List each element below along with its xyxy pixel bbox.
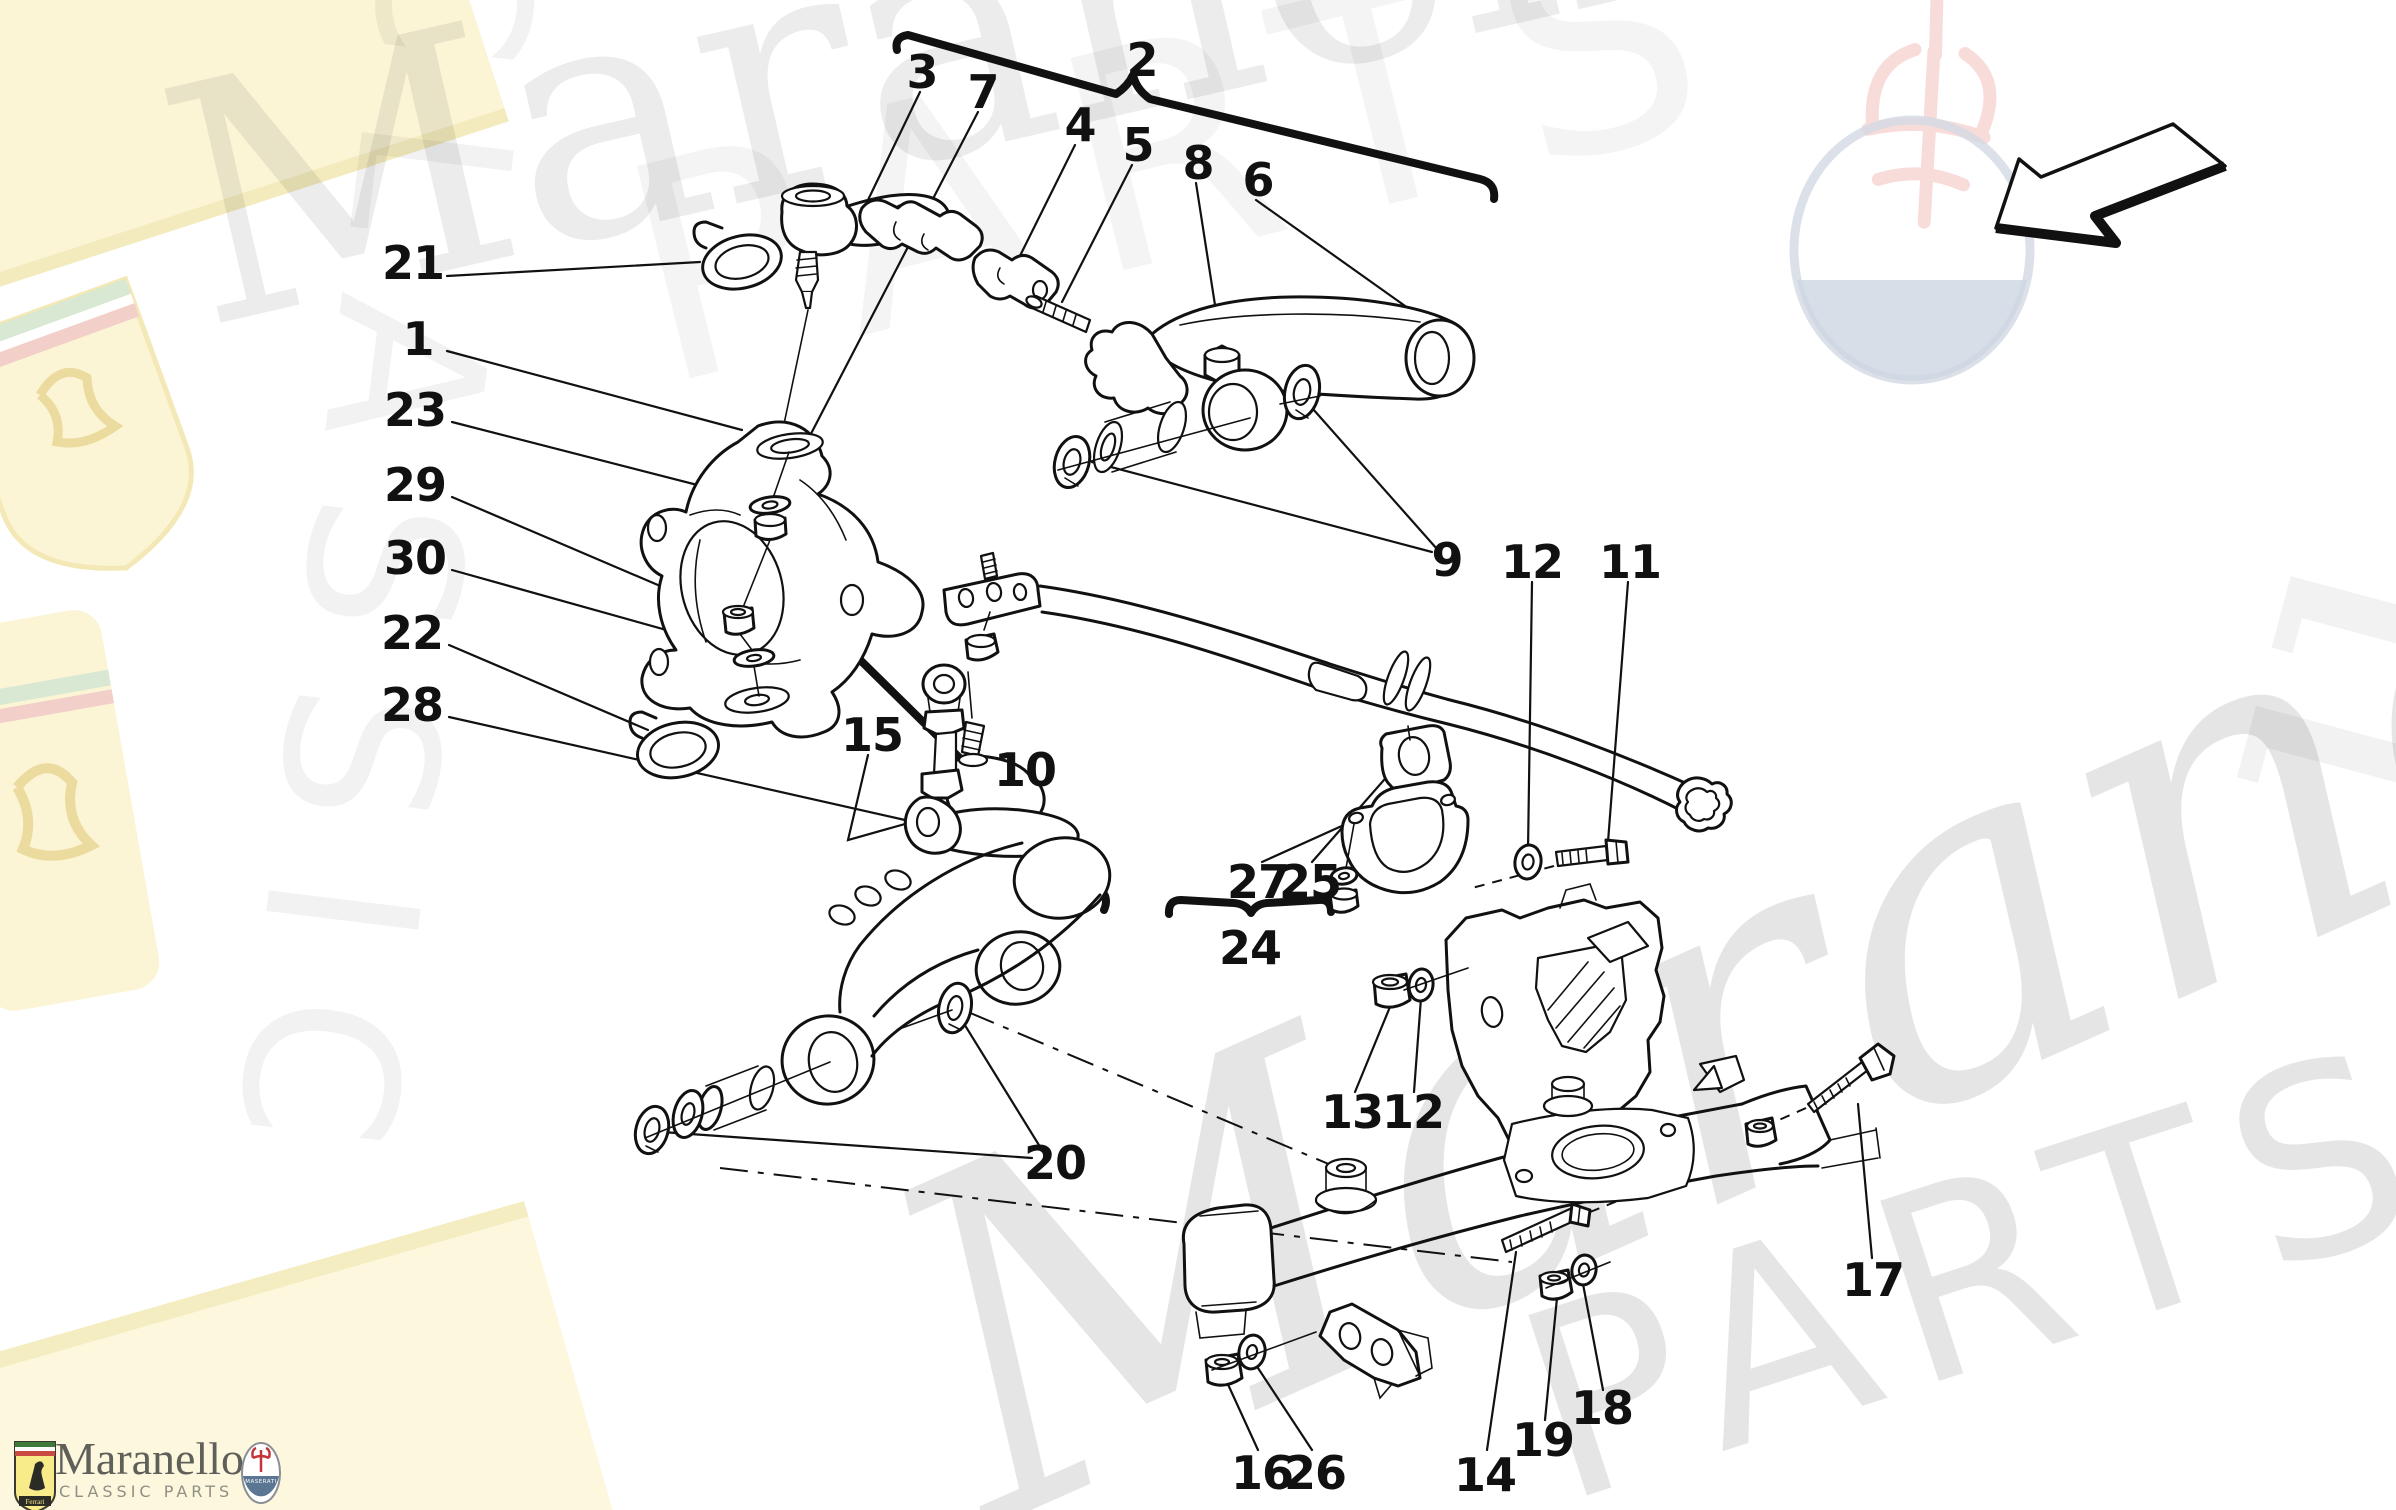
nut-19-washer-18 <box>1538 1253 1611 1301</box>
callout-15: 15 <box>840 708 904 762</box>
callout-10: 10 <box>993 743 1057 797</box>
callout-24: 24 <box>1218 921 1282 975</box>
lower-wishbone <box>633 836 1112 1156</box>
washer-30 <box>732 648 776 697</box>
upper-wishbone <box>1052 295 1476 489</box>
washer-12-upper <box>1513 843 1543 881</box>
callout-13: 13 <box>1320 1085 1384 1139</box>
callout-6: 6 <box>1242 153 1274 207</box>
nut-17-mate <box>1744 1116 1778 1148</box>
rubber-mount <box>1314 1157 1378 1215</box>
link-nut <box>964 611 1000 662</box>
callout-3: 3 <box>906 45 938 99</box>
bar-bushing-25 <box>1379 724 1452 793</box>
callout-12: 12 <box>1500 535 1564 589</box>
callout-20: 20 <box>1023 1136 1087 1190</box>
callout-27: 27 <box>1226 855 1290 909</box>
frame-bracket <box>1318 1302 1433 1400</box>
maserati-badge-icon: MASERATI <box>241 1442 281 1504</box>
stud-5 <box>1025 294 1092 334</box>
callout-9: 9 <box>1431 533 1463 587</box>
bolt-17 <box>1744 1042 1896 1148</box>
nut-13-washer-12 <box>1371 967 1469 1009</box>
callout-30: 30 <box>383 531 447 585</box>
callout-16: 16 <box>1230 1446 1294 1500</box>
front-crossmember <box>1181 920 1881 1400</box>
bar-end-section <box>1675 776 1733 833</box>
logo-name: Maranello <box>55 1433 245 1484</box>
callout-19: 19 <box>1511 1413 1575 1467</box>
callout-22: 22 <box>380 606 444 660</box>
bolt-11 <box>1554 838 1630 868</box>
callout-29: 29 <box>383 458 447 512</box>
callout-26: 26 <box>1283 1446 1347 1500</box>
split-washer-9 <box>1052 435 1092 489</box>
direction-arrow-icon <box>1994 122 2227 248</box>
anti-roll-bar <box>942 572 1733 833</box>
knuckle-clamp-22 <box>628 710 720 780</box>
bar-clamp-27 <box>1328 780 1470 914</box>
washer-23 <box>741 451 792 611</box>
rubber-mount <box>1542 1075 1594 1118</box>
tie-rod-clamp <box>692 220 783 291</box>
logo-tagline: CLASSIC PARTS <box>59 1482 234 1501</box>
nut-16-washer-26 <box>1204 1331 1317 1387</box>
group-bracket-24 <box>1164 895 1335 918</box>
callout-1: 1 <box>402 312 434 366</box>
arm-bushing-pin <box>671 1065 776 1139</box>
callout-2: 2 <box>1126 33 1158 87</box>
callout-14: 14 <box>1453 1448 1517 1502</box>
split-washer-20 <box>633 1104 671 1156</box>
svg-text:MASERATI: MASERATI <box>245 1479 276 1485</box>
bracket-plate-3 <box>858 198 984 262</box>
callout-23: 23 <box>383 383 447 437</box>
callout-7: 7 <box>967 65 999 119</box>
nut-29 <box>721 604 756 651</box>
callout-28: 28 <box>380 678 444 732</box>
svg-text:Ferrari: Ferrari <box>25 1498 44 1506</box>
callout-25: 25 <box>1278 855 1342 909</box>
split-washer-9 <box>1282 363 1322 421</box>
bushing-sleeve <box>1092 400 1188 474</box>
bolt-14 <box>1500 1202 1592 1254</box>
steering-knuckle <box>628 420 1080 858</box>
callout-18: 18 <box>1570 1381 1634 1435</box>
callout-12: 12 <box>1381 1085 1445 1139</box>
callout-21: 21 <box>381 236 445 290</box>
callout-17: 17 <box>1841 1253 1905 1307</box>
group-bracket-2 <box>892 31 1499 203</box>
callout-11: 11 <box>1598 535 1662 589</box>
maranello-logo: Ferrari Maranello CLASSIC PARTS MASERATI <box>5 1433 305 1510</box>
callout-4: 4 <box>1064 98 1096 152</box>
callout-5: 5 <box>1122 118 1154 172</box>
callout-8: 8 <box>1182 136 1214 190</box>
anti-roll-bar-link <box>903 551 999 855</box>
ferrari-shield-icon: Ferrari <box>14 1441 56 1510</box>
split-washer-20 <box>937 981 973 1035</box>
